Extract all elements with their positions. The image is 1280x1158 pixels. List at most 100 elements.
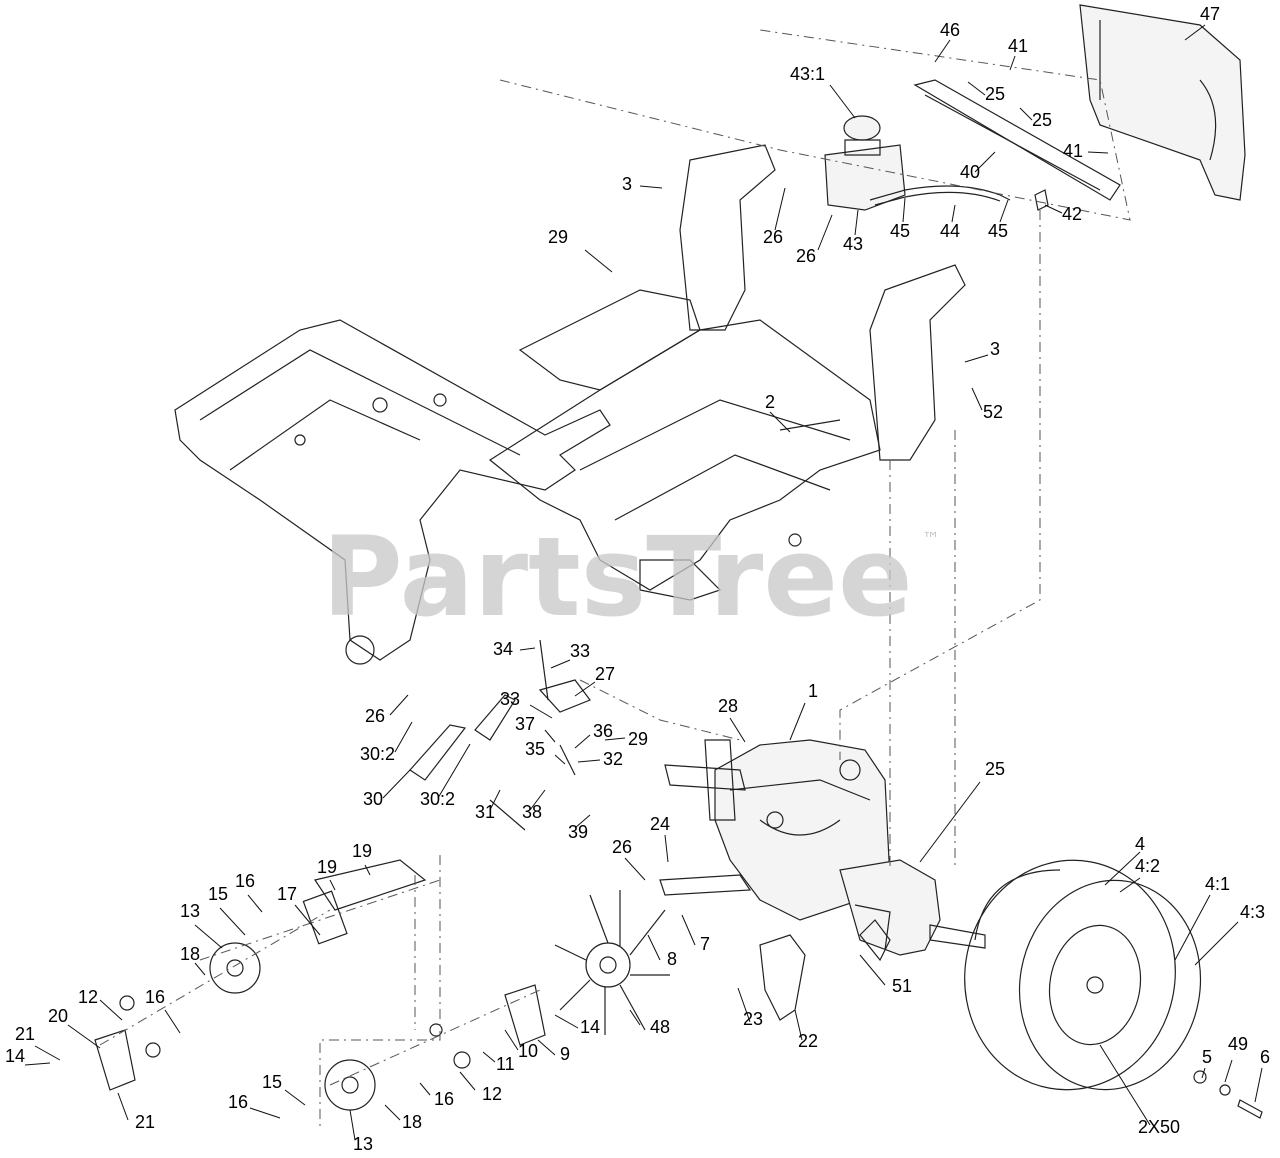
callout-leader-c10	[504, 1029, 519, 1051]
callout-leader-c1	[789, 702, 806, 741]
callout-label-c35: 35	[525, 739, 545, 759]
callout-leader-c42	[1044, 204, 1063, 214]
callout-label-c28: 28	[718, 696, 738, 716]
callout-leader-c3b	[964, 354, 989, 363]
callout-leader-c27	[574, 681, 596, 697]
callout-label-c43-1: 43:1	[790, 64, 825, 84]
callout-leader-c37	[544, 729, 556, 743]
callout-label-c16a: 16	[235, 871, 255, 891]
callout-leader-c12b	[459, 1071, 476, 1091]
cooling-fan	[554, 890, 670, 1035]
callout-label-c42: 42	[1062, 204, 1082, 224]
callout-leader-c36	[574, 734, 591, 749]
callout-leader-c30	[382, 769, 411, 799]
callout-label-c6: 6	[1260, 1047, 1270, 1067]
callout-label-c27: 27	[595, 664, 615, 684]
callout-leader-c21a	[34, 1045, 61, 1061]
callout-label-c19a: 19	[352, 841, 372, 861]
callout-leader-c22	[794, 1009, 803, 1041]
callout-label-c43: 43	[843, 234, 863, 254]
callout-leader-c12a	[99, 999, 123, 1021]
callout-leader-c29a	[584, 249, 613, 273]
callout-leader-c31	[489, 789, 501, 811]
watermark-brand: PartsTree	[322, 513, 913, 641]
frame-assembly	[174, 144, 966, 665]
callout-label-c37: 37	[515, 714, 535, 734]
callout-label-c1: 1	[808, 681, 818, 701]
callout-leader-c26a	[774, 187, 786, 231]
callout-label-c45b: 45	[988, 221, 1008, 241]
callout-label-c34: 34	[493, 639, 513, 659]
callout-leader-c34	[519, 647, 536, 651]
callout-leader-c41a	[1009, 55, 1016, 71]
callout-label-c10: 10	[518, 1041, 538, 1061]
callout-leader-c39	[574, 814, 591, 829]
callout-label-c2: 2	[765, 392, 775, 412]
callout-label-c9: 9	[560, 1044, 570, 1064]
callout-label-c14b: 14	[5, 1046, 25, 1066]
callout-leader-c14b	[24, 1062, 51, 1066]
callout-label-c21a: 21	[15, 1024, 35, 1044]
callout-leader-c33a	[550, 659, 571, 669]
callout-leader-c30-2b	[437, 743, 471, 799]
callout-label-c16d: 16	[434, 1089, 454, 1109]
callout-label-c15b: 15	[262, 1072, 282, 1092]
callout-leader-c49	[1224, 1059, 1233, 1083]
callout-label-c21b: 21	[135, 1112, 155, 1132]
callout-label-c18a: 18	[180, 944, 200, 964]
callout-label-c22: 22	[798, 1031, 818, 1051]
callout-label-c38: 38	[522, 802, 542, 822]
callout-label-c25c: 25	[985, 759, 1005, 779]
callout-leader-c18b	[384, 1104, 401, 1121]
callout-label-c29a: 29	[548, 227, 568, 247]
callout-leader-c5	[1201, 1067, 1206, 1079]
callout-leader-c38	[529, 789, 546, 811]
callout-label-c18b: 18	[402, 1112, 422, 1132]
callout-leader-c7	[681, 914, 696, 946]
callout-label-c12b: 12	[482, 1084, 502, 1104]
callout-label-c4: 4	[1135, 834, 1145, 854]
callout-leader-c9	[537, 1039, 556, 1056]
callout-label-c46: 46	[940, 20, 960, 40]
callout-leader-c4	[1104, 851, 1141, 886]
callout-leader-c32	[577, 759, 601, 763]
callout-leader-c16a	[247, 894, 263, 913]
callout-leader-c41b	[1087, 151, 1109, 154]
callout-label-c45a: 45	[890, 221, 910, 241]
callout-label-c40: 40	[960, 162, 980, 182]
callout-leader-c46	[934, 39, 951, 63]
callout-leader-c40	[974, 151, 996, 173]
callout-leader-c8	[647, 934, 661, 961]
callout-leader-c43	[854, 209, 859, 236]
callout-label-c13a: 13	[180, 901, 200, 921]
callout-label-c47: 47	[1200, 4, 1220, 24]
callout-label-c32: 32	[603, 749, 623, 769]
callout-label-c30: 30	[363, 789, 383, 809]
callout-label-c25a: 25	[985, 84, 1005, 104]
callout-leader-c4-1	[1174, 894, 1211, 961]
callout-leader-c17	[294, 904, 321, 936]
callout-leader-c26d	[624, 857, 646, 881]
callout-leader-c23	[737, 987, 751, 1023]
callout-label-c44: 44	[940, 221, 960, 241]
callout-label-c17: 17	[277, 884, 297, 904]
callout-label-c30-2b: 30:2	[420, 789, 455, 809]
callout-label-c2x50: 2X50	[1138, 1117, 1180, 1137]
callout-label-c16b: 16	[145, 987, 165, 1007]
callout-leader-c2	[769, 411, 791, 433]
callout-leader-c20	[67, 1024, 101, 1049]
callout-leader-c25a	[967, 81, 986, 96]
callout-leader-c19a	[364, 864, 371, 876]
callout-label-c12a: 12	[78, 987, 98, 1007]
callout-leader-c6	[1254, 1067, 1263, 1103]
callout-label-c13b: 13	[353, 1134, 373, 1154]
callout-leader-c4-3	[1194, 921, 1239, 966]
transmission-assembly	[659, 739, 986, 956]
callout-label-c4-3: 4:3	[1240, 902, 1265, 922]
callout-leader-c19b	[329, 879, 336, 891]
callout-leader-c16b	[164, 1009, 181, 1034]
assembly-guides	[99, 29, 1131, 1130]
callout-label-c23: 23	[743, 1009, 763, 1029]
callout-leader-c3a	[639, 185, 663, 189]
